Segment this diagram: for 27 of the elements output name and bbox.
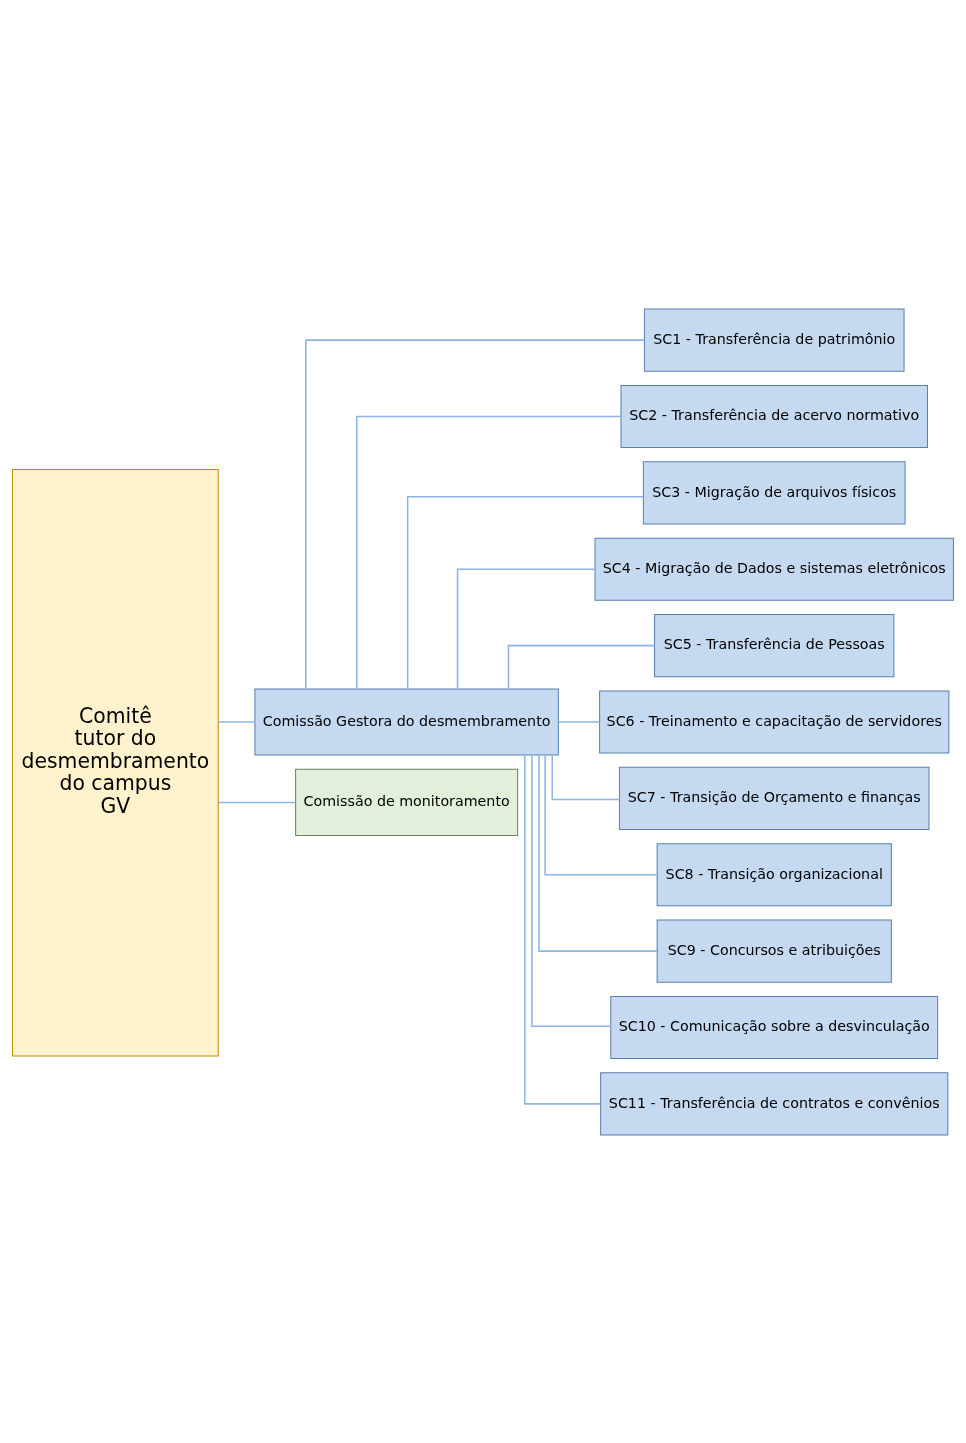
node-box: SC3 - Migração de arquivos físicos bbox=[642, 460, 906, 524]
connector bbox=[551, 754, 621, 800]
node-box: SC10 - Comunicação sobre a desvinculação bbox=[610, 995, 939, 1059]
connector bbox=[456, 568, 596, 690]
node-box: SC4 - Migração de Dados e sistemas eletrônicos bbox=[594, 537, 954, 601]
connector bbox=[524, 753, 602, 1105]
node-box: SC8 - Transição organizacional bbox=[656, 842, 892, 906]
connector bbox=[544, 753, 658, 875]
node-box: SC9 - Concursos e atribuições bbox=[656, 919, 892, 983]
node-box: SC11 - Transferência de contratos e convênios bbox=[600, 1071, 949, 1135]
connector bbox=[217, 720, 256, 723]
node-box: Comitê tutor do desmembramento do campus GV bbox=[12, 468, 219, 1056]
node-box: SC5 - Transferência de Pessoas bbox=[654, 613, 895, 677]
node-box: SC6 - Treinamento e capacitação de servidores bbox=[599, 689, 950, 754]
connector bbox=[406, 495, 644, 689]
connector bbox=[538, 754, 658, 952]
connector bbox=[507, 644, 656, 689]
node-box: Comissão de monitoramento bbox=[295, 768, 519, 836]
connector bbox=[217, 801, 297, 803]
connector bbox=[531, 753, 612, 1027]
connector bbox=[557, 720, 601, 723]
node-box: SC1 - Transferência de patrimônio bbox=[643, 308, 905, 372]
node-box: Comissão Gestora do desmembramento bbox=[254, 687, 559, 756]
connector bbox=[355, 415, 622, 689]
connector bbox=[305, 338, 646, 690]
node-box: SC7 - Transição de Orçamento e finanças bbox=[618, 766, 930, 830]
node-box: SC2 - Transferência de acervo normativo bbox=[620, 384, 928, 448]
